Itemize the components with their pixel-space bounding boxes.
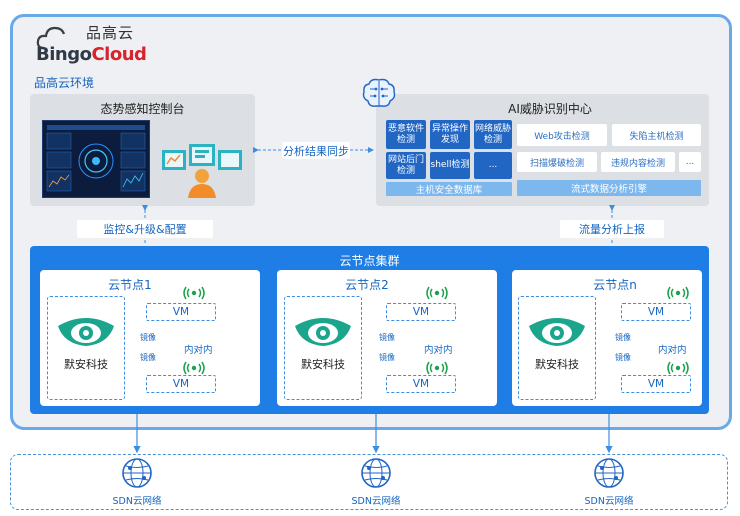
node-n-mirror-1: 镜像 bbox=[615, 333, 631, 342]
network-threat-module: 网络威胁检测 bbox=[474, 120, 512, 149]
node-n-company: 默安科技 bbox=[535, 358, 579, 371]
webshell-backdoor-module: 网站后门检测 bbox=[386, 152, 426, 179]
dashboard-graphics bbox=[46, 125, 146, 192]
node-1-company: 默安科技 bbox=[64, 358, 108, 371]
node-1-mirror-2: 镜像 bbox=[140, 353, 156, 362]
logo-prefix: Bingo bbox=[36, 44, 92, 65]
node-1-inner-traffic: 内对内 bbox=[184, 345, 213, 356]
logo-english-name: BingoCloud bbox=[36, 44, 147, 65]
cluster-title: 云节点集群 bbox=[339, 254, 400, 268]
ai-brain-icon bbox=[362, 78, 396, 107]
node-1-vm-bottom: VM bbox=[146, 375, 216, 393]
moresec-eye-logo-icon bbox=[295, 318, 351, 346]
sdn-globe-icon bbox=[361, 458, 391, 488]
node-2-security-box bbox=[284, 296, 362, 400]
node-n-title: 云节点n bbox=[593, 278, 637, 292]
stream-analysis-engine: 流式数据分析引擎 bbox=[517, 180, 701, 196]
node-2-title: 云节点2 bbox=[345, 278, 389, 292]
node-1-title: 云节点1 bbox=[108, 278, 152, 292]
signal-icon bbox=[426, 361, 448, 375]
node-n-mirror-2: 镜像 bbox=[615, 353, 631, 362]
traffic-report-label: 流量分析上报 bbox=[560, 220, 664, 238]
sdn-globe-icon bbox=[594, 458, 624, 488]
sdn-label-2: SDN云网络 bbox=[351, 496, 401, 507]
ai-center-title: AI威胁识别中心 bbox=[508, 102, 592, 116]
node-2-vm-top: VM bbox=[386, 303, 456, 321]
monitor-upgrade-config-label: 监控&升级&配置 bbox=[77, 220, 213, 238]
signal-icon bbox=[183, 361, 205, 375]
signal-icon bbox=[667, 286, 689, 300]
environment-label: 品高云环境 bbox=[34, 76, 95, 90]
sdn-label-1: SDN云网络 bbox=[112, 496, 162, 507]
moresec-eye-logo-icon bbox=[58, 318, 114, 346]
sdn-globe-icon bbox=[122, 458, 152, 488]
node-2-mirror-1: 镜像 bbox=[379, 333, 395, 342]
node-2-vm-bottom: VM bbox=[386, 375, 456, 393]
more-host-modules: ... bbox=[474, 152, 512, 179]
moresec-eye-logo-icon bbox=[529, 318, 585, 346]
node-n-vm-top: VM bbox=[621, 303, 691, 321]
node-2-company: 默安科技 bbox=[301, 358, 345, 371]
sdn-network-frame bbox=[10, 454, 728, 510]
scan-bruteforce-detection-module: 扫描爆破检测 bbox=[517, 152, 597, 172]
node-2-inner-traffic: 内对内 bbox=[424, 345, 453, 356]
sdn-label-3: SDN云网络 bbox=[584, 496, 634, 507]
compromised-host-detection-module: 失陷主机检测 bbox=[612, 124, 701, 146]
web-attack-detection-module: Web攻击检测 bbox=[517, 124, 607, 146]
node-1-security-box bbox=[47, 296, 125, 400]
dashboard-screen-image bbox=[42, 120, 150, 198]
node-n-security-box bbox=[518, 296, 596, 400]
signal-icon bbox=[183, 286, 205, 300]
node-2-mirror-2: 镜像 bbox=[379, 353, 395, 362]
shell-detection-module: shell检测 bbox=[430, 152, 470, 179]
more-flow-modules: ... bbox=[679, 152, 701, 172]
signal-icon bbox=[667, 361, 689, 375]
sync-label: 分析结果同步 bbox=[282, 142, 350, 159]
node-1-mirror-1: 镜像 bbox=[140, 333, 156, 342]
abnormal-operation-module: 异常操作发现 bbox=[430, 120, 470, 149]
content-violation-detection-module: 违规内容检测 bbox=[601, 152, 675, 172]
node-1-vm-top: VM bbox=[146, 303, 216, 321]
logo-chinese-name: 品高云 bbox=[86, 24, 135, 42]
host-security-database: 主机安全数据库 bbox=[386, 182, 512, 196]
node-n-vm-bottom: VM bbox=[621, 375, 691, 393]
cloud-logo-icon bbox=[36, 26, 66, 50]
malware-detection-module: 恶意软件检测 bbox=[386, 120, 426, 149]
signal-icon bbox=[426, 286, 448, 300]
node-n-inner-traffic: 内对内 bbox=[658, 345, 687, 356]
operator-icon bbox=[162, 144, 242, 198]
console-title: 态势感知控制台 bbox=[100, 102, 185, 116]
logo-suffix: Cloud bbox=[91, 44, 147, 65]
